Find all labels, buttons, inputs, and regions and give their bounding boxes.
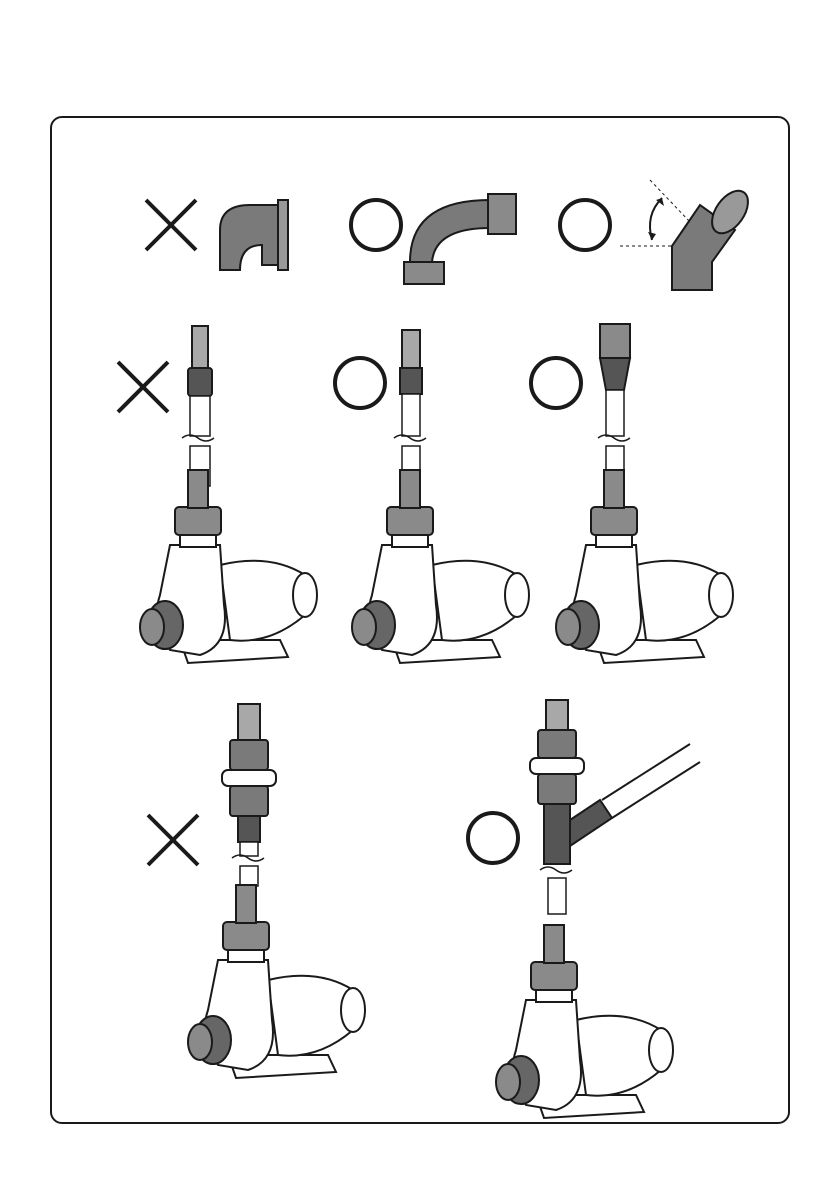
cross-mark-icon [148,815,198,865]
elbow-90-fitting [220,205,280,270]
cross-mark-icon [146,200,196,250]
pump-tee-branch-correct [468,700,700,1118]
pump-cone-adapter-correct [531,324,733,663]
circle-mark-icon [560,200,610,250]
pump-reducer-correct [335,330,529,663]
circle-mark-icon [531,358,581,408]
circle-mark-icon [351,200,401,250]
cross-mark-icon [118,362,168,412]
pump-reducer-small-wrong [118,326,317,663]
double-arrow-angle-icon [648,198,664,240]
fitting-elbow-45-correct [560,180,755,290]
fitting-sweep-bend-correct [351,194,516,284]
circle-mark-icon [468,813,518,863]
fitting-elbow-90-wrong [146,200,288,270]
circle-mark-icon [335,358,385,408]
sweep-bend-fitting [410,200,490,262]
pump-union-valve-wrong [148,704,365,1078]
